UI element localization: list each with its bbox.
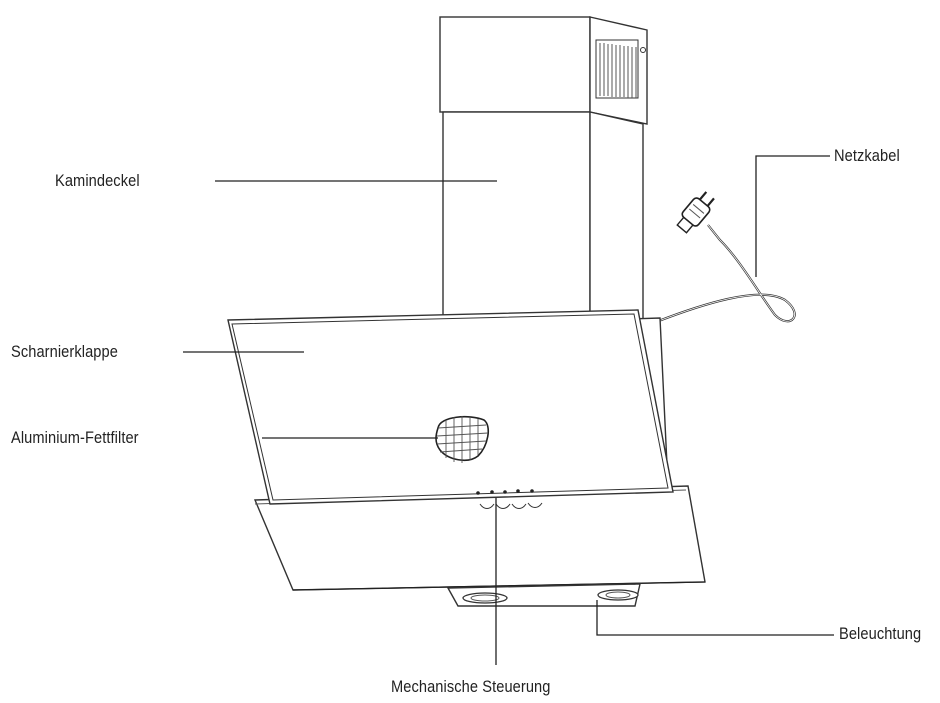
label-mechanical-control: Mechanische Steuerung — [391, 677, 551, 696]
label-chimney-cover: Kamindeckel — [55, 171, 140, 190]
leader-power-cable — [755, 155, 830, 277]
control-buttons — [476, 489, 543, 509]
label-power-cable: Netzkabel — [834, 146, 900, 165]
power-cable — [655, 191, 796, 324]
label-hinged-flap: Scharnierklappe — [11, 342, 118, 361]
hinged-flap — [227, 309, 674, 505]
lower-chimney — [442, 111, 644, 323]
label-grease-filter: Aluminium-Fettfilter — [11, 428, 139, 447]
grease-filter-icon — [435, 415, 490, 463]
bottom-light-box — [446, 583, 641, 607]
vent-slots — [599, 43, 637, 98]
upper-chimney — [439, 16, 648, 125]
leader-lighting — [596, 600, 834, 636]
leader-lines — [183, 155, 834, 665]
label-lighting: Beleuchtung — [839, 624, 922, 643]
plug-icon — [676, 191, 715, 234]
